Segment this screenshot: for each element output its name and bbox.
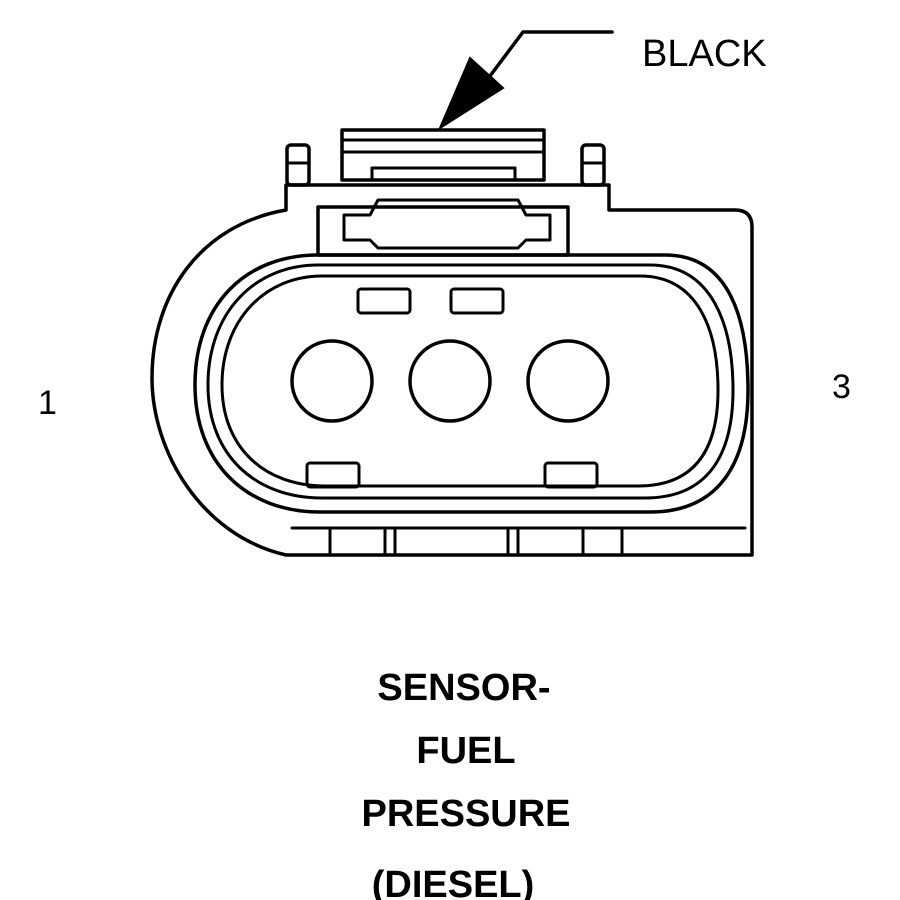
pin-number-1: 1 [38,384,57,422]
pin-cavity-3 [526,339,610,423]
connector-caption: SENSOR- FUEL PRESSURE (DIESEL) [361,667,570,900]
key-tab-bottom-right [543,461,599,489]
key-tab-top-right [449,287,505,315]
lock-tab [340,128,546,182]
pin-cavity-2 [408,339,492,423]
side-post-left [285,143,311,187]
wire-color-callout: BLACK [437,30,767,131]
seal-ring-outer [193,253,750,514]
caption-line-2: FUEL [416,730,515,772]
pin-cavity-1 [290,339,374,423]
seal-ring-inner [220,274,720,488]
key-tab-top-left [356,287,412,315]
key-tab-bottom-left [305,461,361,489]
connector-body [150,128,754,557]
side-post-right [580,143,606,187]
callout-leader-line [485,30,614,82]
caption-line-3: PRESSURE [361,793,570,835]
caption-line-1: SENSOR- [377,667,550,709]
callout-arrowhead [437,56,505,131]
pin-number-3: 3 [832,368,851,406]
latch-inner [342,198,552,250]
caption-line-4: (DIESEL) [372,864,535,900]
wire-color-label: BLACK [642,33,767,75]
seal-ring-middle [206,263,735,500]
connector-housing-outline [150,183,754,557]
